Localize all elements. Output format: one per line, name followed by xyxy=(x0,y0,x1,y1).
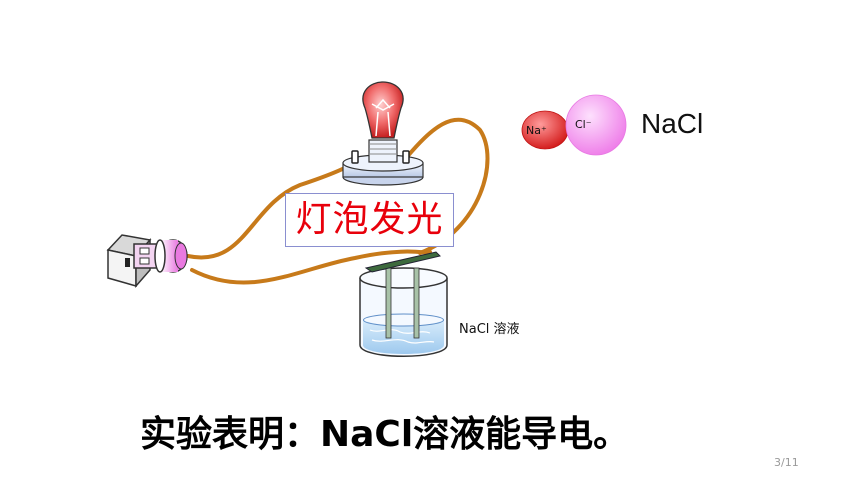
conclusion-text: 实验表明：NaCl溶液能导电。 xyxy=(140,414,630,455)
formula-label: NaCl xyxy=(641,108,704,139)
power-plug xyxy=(133,239,188,273)
beaker xyxy=(359,251,448,357)
cation-label: Na⁺ xyxy=(526,124,547,137)
chloride-ion xyxy=(565,94,627,156)
light-bulb xyxy=(342,81,424,186)
solution-label: NaCl 溶液 xyxy=(459,322,520,337)
page-number: 3/11 xyxy=(774,456,799,469)
lamp-glows-label: 灯泡发光 xyxy=(285,193,454,247)
anion-label: Cl⁻ xyxy=(575,118,592,131)
